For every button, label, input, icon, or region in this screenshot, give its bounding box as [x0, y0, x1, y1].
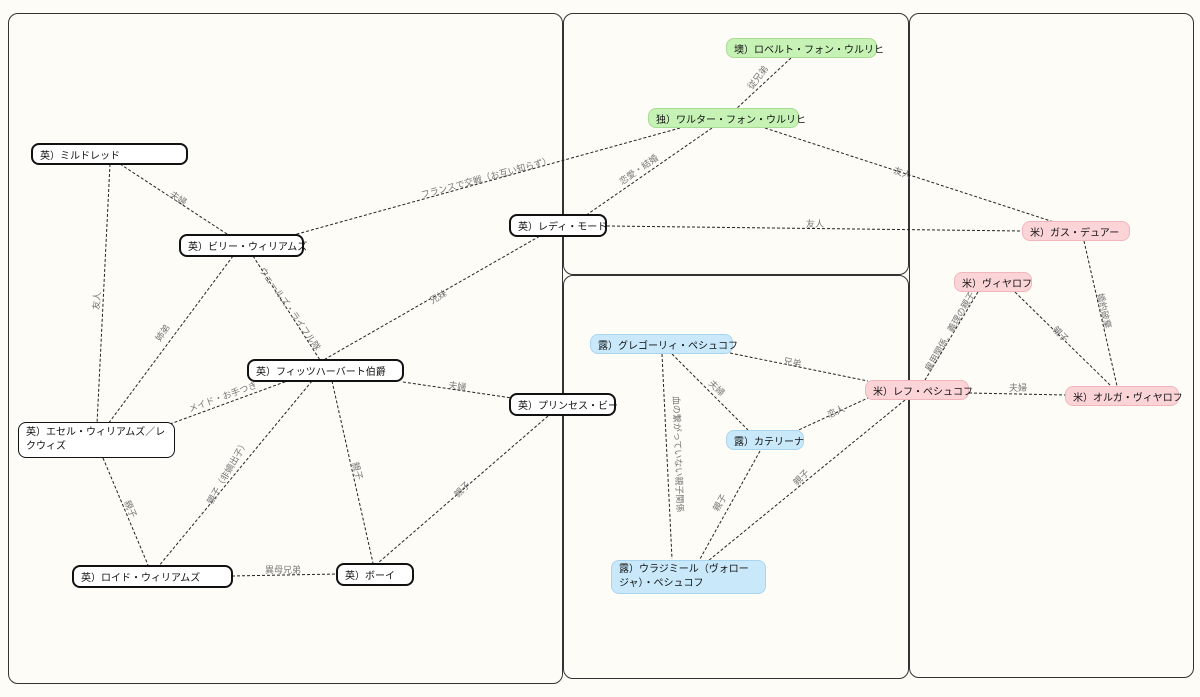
edge-mildred-billy	[119, 163, 231, 237]
edge-grigori-katerina	[671, 353, 749, 431]
node-maud[interactable]: 英）レディ・モード	[509, 214, 607, 237]
label-lloyd-boy: 異母兄弟	[265, 564, 301, 576]
label-fitz-lloyd: 親子（非嫡出子）	[204, 438, 250, 506]
edge-ethel-lloyd	[102, 457, 149, 566]
edge-walter-maud	[584, 127, 713, 217]
edge-fitz-boy	[331, 380, 374, 564]
edge-fitz-princess	[402, 381, 513, 399]
node-princess[interactable]: 英）プリンセス・ビー	[509, 393, 618, 416]
label-grigori-katerina: 夫婦	[706, 378, 727, 399]
edge-grigori-vladimir	[661, 353, 673, 560]
node-fitz[interactable]: 英）フィッツハーバート伯爵	[247, 359, 404, 382]
label-mildred-billy: 夫婦	[167, 188, 189, 208]
node-lloyd[interactable]: 英）ロイド・ウィリアムズ	[72, 565, 233, 588]
edge-fitz-lloyd	[157, 380, 313, 568]
edge-maud-gus	[606, 225, 1023, 232]
label-fitz-ethel: メイド・お手つき	[187, 379, 259, 415]
node-walter[interactable]: 独）ワルター・フォン・ウルリヒ	[648, 108, 806, 128]
label-grigori-vladimir: 血の繋がっていない親子関係	[670, 396, 686, 513]
edge-lev-olga	[968, 392, 1067, 396]
label-lev-vladimir: 親子	[791, 467, 812, 488]
node-mildred[interactable]: 英）ミルドレッド	[31, 143, 188, 165]
edge-lloyd-boy	[231, 573, 338, 577]
edge-billy-fitz	[252, 255, 321, 361]
node-robert[interactable]: 墺）ロベルト・フォン・ウルリヒ	[726, 38, 884, 58]
label-fitz-maud: 兄妹	[428, 287, 450, 306]
panel-america	[909, 13, 1194, 678]
label-fitz-boy: 親子	[349, 461, 365, 482]
edge-lev-vladimir	[707, 399, 906, 562]
label-billy-fitz: ウェールズ・ライフル隊	[257, 265, 324, 353]
label-katerina-lev: 恋人	[825, 402, 846, 420]
label-robert-walter: 従兄弟	[745, 63, 771, 92]
node-lev[interactable]: 米）レフ・ペシュコフ	[865, 380, 973, 400]
label-walter-billy: フランスで交戦（お互い知らず）	[420, 154, 553, 200]
edge-vyalov-lev	[924, 291, 979, 381]
label-walter-maud: 恋愛・結婚	[617, 152, 661, 188]
node-olga[interactable]: 米）オルガ・ヴィヤロフ	[1065, 386, 1183, 406]
label-mildred-ethel: 友人	[90, 291, 104, 310]
label-lev-olga: 夫婦	[1009, 382, 1027, 394]
node-billy[interactable]: 英）ビリー・ウィリアムズ	[179, 234, 307, 257]
label-grigori-lev: 兄弟	[782, 355, 802, 370]
edge-walter-gus	[764, 127, 1061, 225]
edge-robert-walter	[734, 57, 792, 111]
edge-princess-boy	[377, 415, 549, 564]
edge-fitz-ethel	[169, 379, 291, 425]
edge-vyalov-olga	[1014, 291, 1111, 386]
node-vyalov[interactable]: 米）ヴィヤロフ	[954, 272, 1032, 292]
edge-katerina-vladimir	[699, 450, 761, 560]
node-ethel[interactable]: 英）エセル・ウィリアムズ／レクウィズ	[18, 422, 175, 458]
label-vyalov-lev: 雇用関係、義理の親子	[922, 290, 977, 374]
label-princess-boy: 親子	[452, 479, 473, 500]
edge-mildred-ethel	[96, 163, 111, 425]
edge-fitz-maud	[319, 235, 541, 363]
node-gus[interactable]: 米）ガス・デュアー	[1022, 221, 1130, 241]
node-vladimir[interactable]: 露）ウラジミール（ヴォロージャ）・ペシュコフ	[611, 560, 766, 594]
node-katerina[interactable]: 露）カテリーナ	[726, 430, 804, 450]
node-grigori[interactable]: 露）グレゴーリィ・ペシュコフ	[590, 334, 738, 354]
edge-walter-billy	[289, 127, 681, 237]
label-fitz-princess: 夫婦	[448, 379, 468, 393]
label-vyalov-olga: 親子	[1050, 324, 1071, 345]
label-walter-gus: 友人	[892, 164, 913, 181]
edge-grigori-lev	[729, 352, 869, 382]
label-gus-olga: 婚約破棄	[1094, 292, 1114, 330]
node-boy[interactable]: 英）ボーイ	[336, 563, 414, 586]
label-maud-gus: 友人	[806, 218, 824, 230]
label-ethel-lloyd: 親子	[121, 498, 139, 519]
